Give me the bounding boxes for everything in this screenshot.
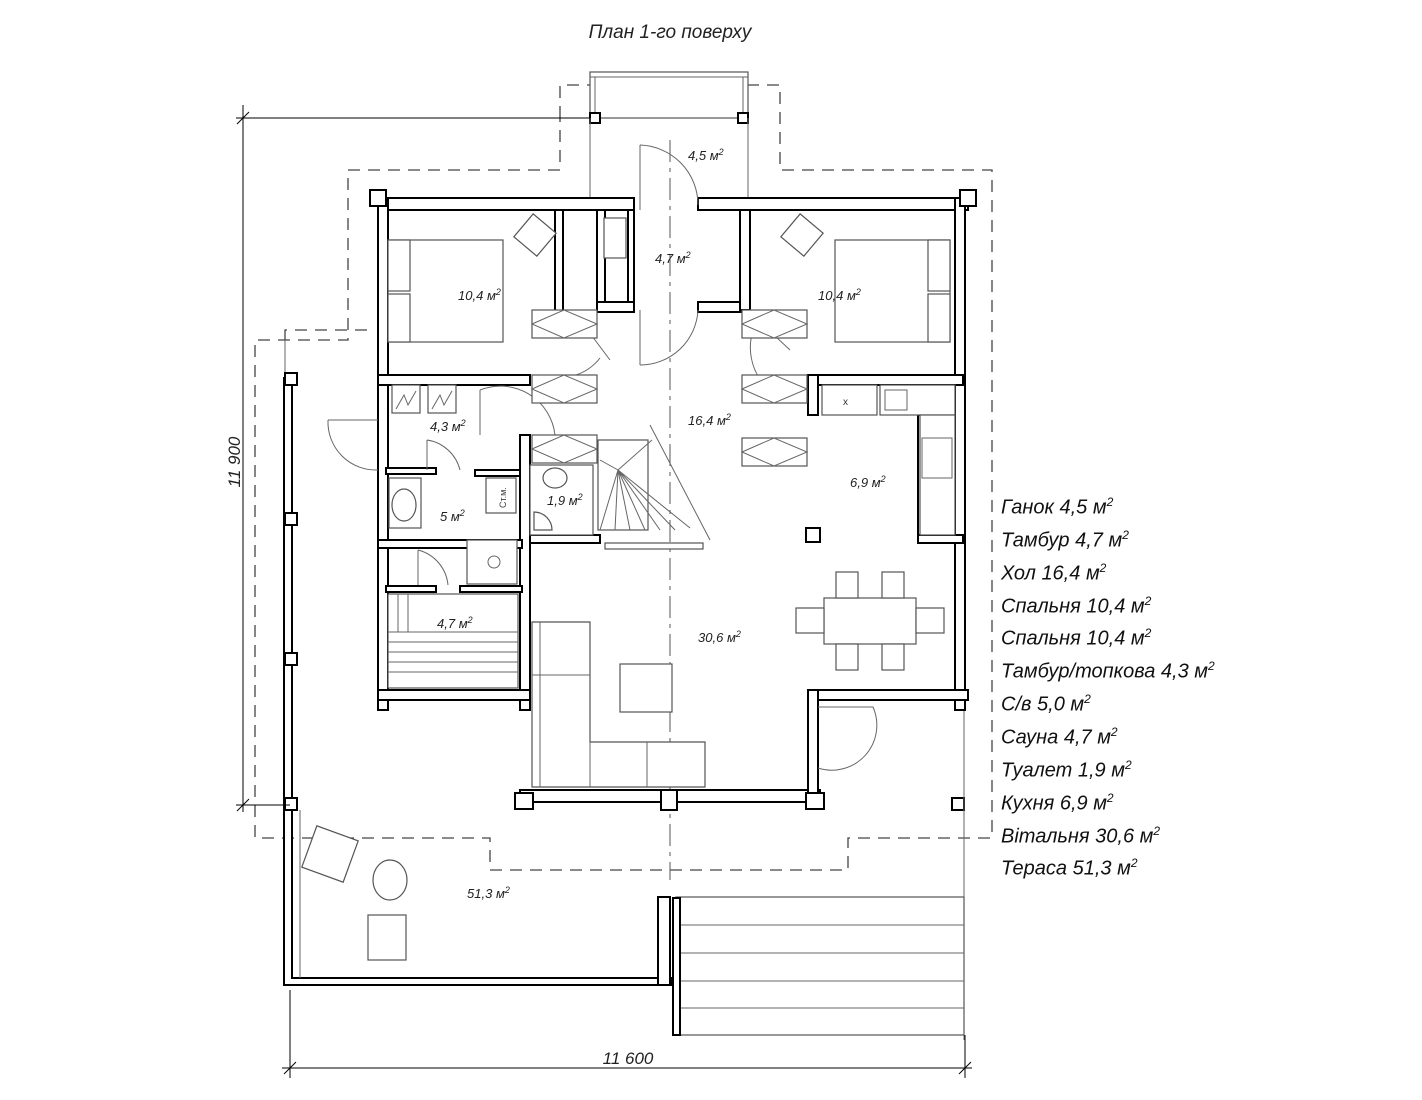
legend-unit-sup: 2 <box>1130 856 1138 871</box>
legend-unit-sup: 2 <box>1106 495 1114 509</box>
walls <box>369 189 977 811</box>
sofa <box>531 621 706 788</box>
label-sauna: 4,7 м2 <box>437 615 473 631</box>
label-bedroom-right: 10,4 м2 <box>818 287 861 303</box>
legend-area: 51,3 <box>1072 858 1112 881</box>
legend-unit: м <box>1097 726 1111 749</box>
legend-unit: м <box>1139 825 1154 848</box>
sauna-benches <box>387 593 519 689</box>
legend-item: Ганок 4,5 м2 <box>1001 489 1215 522</box>
legend-item: Спальня 10,4 м2 <box>1001 620 1215 653</box>
legend-unit-sup: 2 <box>1106 790 1114 805</box>
legend-area: 4,7 <box>1075 529 1103 552</box>
label-toilet: 1,9 м2 <box>547 492 583 508</box>
legend-area: 5,0 <box>1037 693 1065 716</box>
interior-stairs <box>597 424 711 550</box>
legend-unit-sup: 2 <box>1124 757 1132 772</box>
legend-unit: м <box>1130 628 1145 651</box>
legend-unit: м <box>1070 693 1085 716</box>
legend-room: Кухня <box>1001 792 1055 815</box>
label-hall: 16,4 м2 <box>688 412 731 428</box>
legend-item: Тамбур 4,7 м2 <box>1001 522 1215 555</box>
room-labels: 4,5 м2 4,7 м2 10,4 м2 10,4 м2 16,4 м2 4,… <box>430 147 886 901</box>
legend-area: 4,7 <box>1063 726 1092 749</box>
legend-item: Хол 16,4 м2 <box>1001 555 1215 588</box>
legend-room: Ганок <box>1001 496 1054 519</box>
legend-room: С/в <box>1001 693 1032 716</box>
legend-item: Тамбур/топкова 4,3 м2 <box>1001 653 1215 686</box>
legend-unit: м <box>1130 595 1145 618</box>
legend-item: Спальня 10,4 м2 <box>1001 588 1215 621</box>
legend-room: Спальня <box>1001 595 1081 618</box>
legend-unit: м <box>1108 529 1123 552</box>
legend-unit-sup: 2 <box>1144 626 1152 641</box>
legend-unit: м <box>1093 792 1107 815</box>
toilet-fixtures <box>529 464 594 536</box>
bed-left <box>387 239 504 343</box>
legend-unit: м <box>1092 496 1107 519</box>
legend-unit-sup: 2 <box>1153 823 1161 838</box>
dining-set <box>795 571 945 671</box>
legend-item: Вітальня 30,6 м2 <box>1001 818 1215 851</box>
label-porch: 4,5 м2 <box>688 147 724 163</box>
legend-item: Сауна 4,7 м2 <box>1001 719 1215 752</box>
bed-right <box>834 239 951 343</box>
legend-area: 4,3 <box>1160 660 1189 683</box>
legend-unit: м <box>1194 660 1209 683</box>
legend-area: 10,4 <box>1086 595 1126 618</box>
coffee-table <box>619 663 673 713</box>
legend-area: 16,4 <box>1041 562 1081 585</box>
legend-room: Хол <box>1001 562 1036 585</box>
legend-unit-sup: 2 <box>1084 692 1091 707</box>
legend-unit-sup: 2 <box>1099 560 1107 575</box>
legend-room: Сауна <box>1001 726 1059 749</box>
boilers <box>391 384 457 414</box>
label-terrace: 51,3 м2 <box>467 885 510 901</box>
legend-area: 6,9 <box>1059 792 1088 815</box>
legend-unit: м <box>1117 858 1131 881</box>
svg-text:11 600: 11 600 <box>603 1049 654 1068</box>
legend-room: Вітальня <box>1001 825 1090 848</box>
legend-unit: м <box>1085 562 1100 585</box>
porch <box>589 71 749 198</box>
label-boiler: 4,3 м2 <box>430 418 466 434</box>
kitchen-mark: x <box>843 397 848 408</box>
legend-unit-sup: 2 <box>1122 527 1129 542</box>
legend-unit: м <box>1111 759 1125 782</box>
legend-unit-sup: 2 <box>1208 659 1215 674</box>
legend-room: Тамбур/топкова <box>1001 660 1156 683</box>
legend-item: Тераса 51,3 м2 <box>1001 850 1215 883</box>
legend-room: Спальня <box>1001 628 1081 651</box>
label-vestibule: 4,7 м2 <box>655 250 691 266</box>
legend-item: С/в 5,0 м2 <box>1001 686 1215 719</box>
legend-area: 30,6 <box>1095 825 1135 848</box>
label-kitchen: 6,9 м2 <box>850 474 886 490</box>
armchairs <box>513 213 824 257</box>
legend-unit-sup: 2 <box>1110 725 1118 740</box>
legend-room: Тамбур <box>1001 529 1070 552</box>
dimension-width: 11 600 <box>282 990 972 1078</box>
plan-title: План 1-го поверху <box>588 22 752 43</box>
legend-room: Туалет <box>1001 759 1073 782</box>
wardrobes <box>530 217 809 467</box>
terrace-furniture <box>301 825 408 961</box>
legend-room: Тераса <box>1001 858 1068 881</box>
label-living: 30,6 м2 <box>698 629 741 645</box>
label-bathroom: 5 м2 <box>440 508 465 524</box>
legend-item: Туалет 1,9 м2 <box>1001 752 1215 785</box>
terrace-steps <box>672 896 965 1036</box>
legend-area: 1,9 <box>1077 759 1106 782</box>
dimension-height: 11 900 <box>225 105 590 812</box>
legend-item: Кухня 6,9 м2 <box>1001 785 1215 818</box>
legend-area: 10,4 <box>1086 628 1126 651</box>
label-bedroom-left: 10,4 м2 <box>458 287 501 303</box>
legend-area: 4,5 <box>1059 496 1088 519</box>
terrace <box>283 340 965 1040</box>
kitchen-units: x <box>805 384 956 543</box>
legend-unit-sup: 2 <box>1144 593 1152 608</box>
svg-text:11 900: 11 900 <box>225 436 244 487</box>
washer-label: Ст.м. <box>498 487 508 508</box>
